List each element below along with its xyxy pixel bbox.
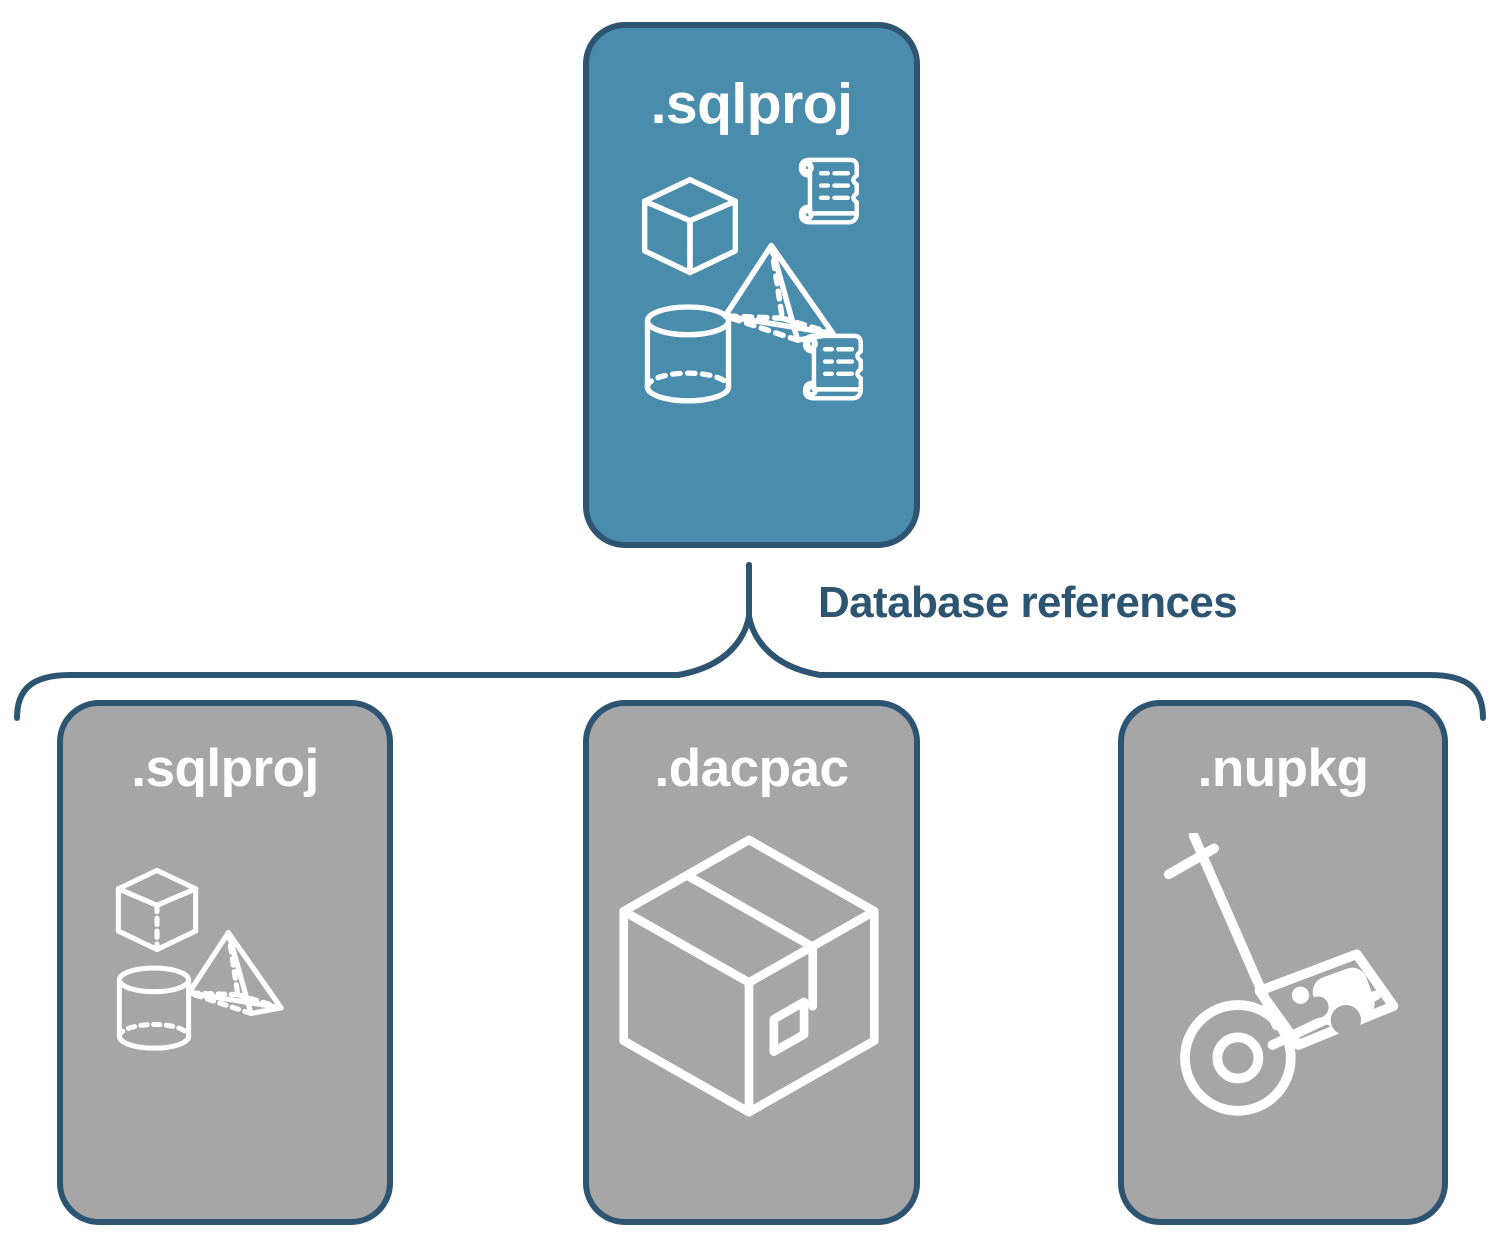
root-icon-group [622,151,882,431]
node-title: .sqlproj [650,72,853,136]
sqlproj-icon-group [75,805,375,1135]
pyramid-icon [186,930,284,1017]
cylinder-icon [116,965,192,1051]
dacpac-icon-group [602,805,902,1135]
scroll-icon [802,333,863,401]
node-title: .dacpac [654,739,849,798]
scroll-icon [798,157,859,225]
connector-label: Database references [818,578,1238,627]
hand-truck-package-icon [1163,833,1399,1116]
cube-icon [115,867,199,953]
node-card-ref-sqlproj[interactable]: .sqlproj [57,700,393,1225]
node-card-ref-nupkg[interactable]: .nupkg [1118,700,1448,1225]
node-card-ref-dacpac[interactable]: .dacpac [583,700,920,1225]
node-title: .nupkg [1197,739,1369,798]
node-title: .sqlproj [131,739,319,798]
nupkg-icon-group [1133,805,1433,1135]
node-card-root-sqlproj[interactable]: .sqlproj [583,22,920,548]
cylinder-icon [644,304,731,404]
cube-icon [641,176,738,276]
package-box-icon [618,835,879,1117]
